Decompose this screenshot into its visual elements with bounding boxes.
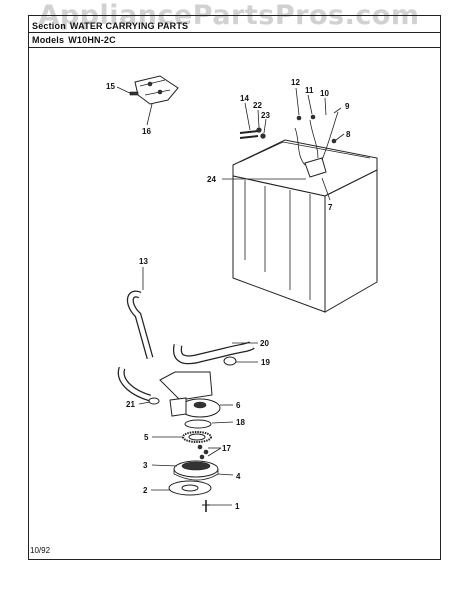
clamp-part [223,356,237,366]
pump-part [169,397,221,418]
gear-part [182,431,212,443]
header-divider-2 [28,47,441,48]
callout-19: 19 [261,358,270,367]
callout-5: 5 [144,433,149,442]
callout-1: 1 [235,502,240,511]
callout-11: 11 [305,86,314,95]
callout-14: 14 [240,94,249,103]
hose-part [126,290,154,359]
header-divider [28,32,441,33]
models-key: Models [32,35,65,45]
callout-21: 21 [126,400,135,409]
section-value: WATER CARRYING PARTS [69,21,189,31]
seal-part [184,419,212,429]
callout-23: 23 [261,111,270,120]
pump-hose-part [117,366,160,405]
callout-6: 6 [236,401,241,410]
callout-9: 9 [345,102,350,111]
callout-8: 8 [346,130,351,139]
callout-4: 4 [236,472,241,481]
callout-7: 7 [328,203,333,212]
section-key: Section [32,21,66,31]
callout-18: 18 [236,418,245,427]
diagram-sheet [28,15,441,560]
bracket-part [129,75,179,105]
revision-date: 10/92 [30,546,51,555]
spring-part [197,444,209,460]
callout-13: 13 [139,257,148,266]
base-plate-part [168,480,212,496]
models-value: W10HN-2C [68,35,116,45]
callout-12: 12 [291,78,300,87]
callout-20: 20 [260,339,269,348]
water-valve-part [294,111,339,178]
callout-3: 3 [143,461,148,470]
callout-15: 15 [106,82,115,91]
callout-17: 17 [222,444,231,453]
callout-22: 22 [253,101,262,110]
screws-part [239,127,266,139]
housing-part [173,460,219,481]
callout-10: 10 [320,89,329,98]
bolt-part [202,500,210,512]
callout-16: 16 [142,127,151,136]
drain-hose-part [159,341,255,401]
callout-2: 2 [143,486,148,495]
cabinet-part [232,139,378,313]
callout-24: 24 [207,175,216,184]
